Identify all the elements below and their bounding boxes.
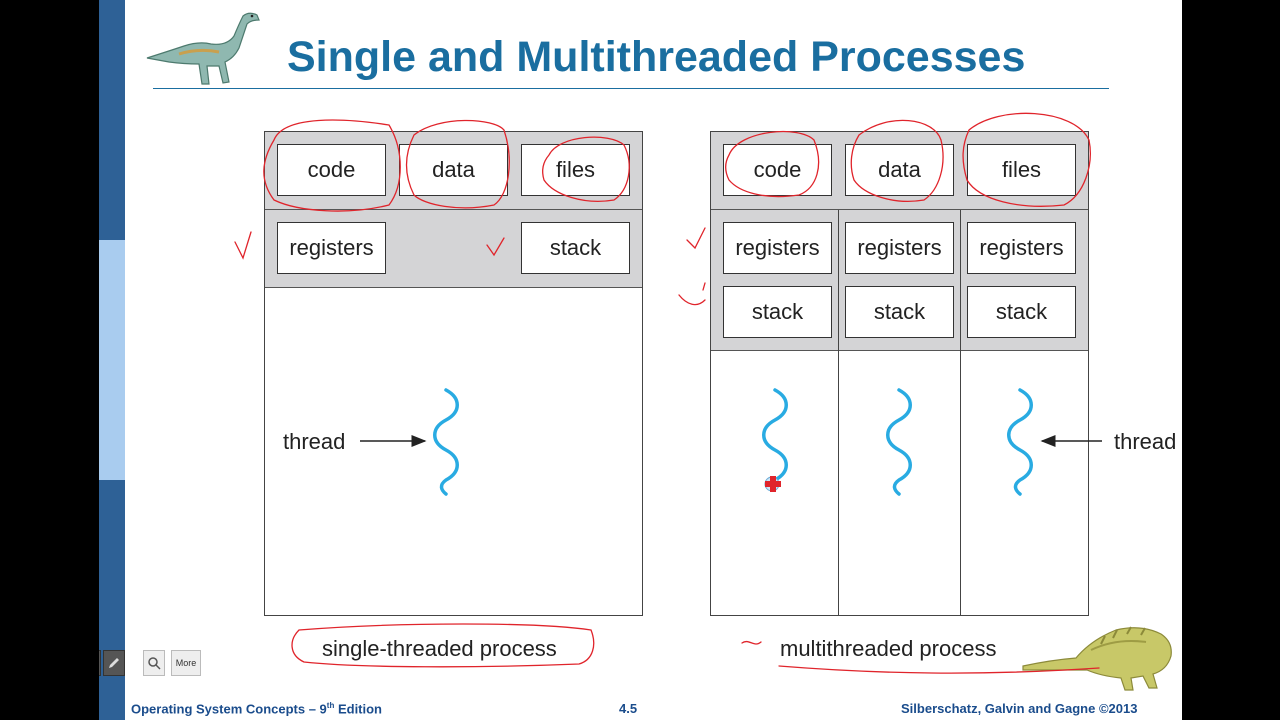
- footer-book-title: Operating System Concepts – 9th Edition: [131, 701, 382, 716]
- registers-box: registers: [845, 222, 954, 274]
- footer-book-sup: th: [326, 701, 335, 710]
- multithreaded-caption: multithreaded process: [780, 636, 997, 661]
- thread-label-multi: thread: [1114, 429, 1177, 454]
- stack-box: stack: [845, 286, 954, 338]
- footer-page-number: 4.5: [619, 701, 638, 716]
- more-button[interactable]: More: [171, 650, 201, 676]
- annotation-mark: [741, 640, 762, 645]
- code-box: code: [723, 144, 832, 196]
- thread-label-single: thread: [283, 429, 346, 454]
- title-underline: [153, 88, 1109, 89]
- data-box: data: [399, 144, 508, 196]
- stack-box: stack: [723, 286, 832, 338]
- slide: Single and Multithreaded Processes code …: [99, 0, 1182, 720]
- footer-authors: Silberschatz, Galvin and Gagne ©2013: [901, 701, 1138, 716]
- stack-box: stack: [521, 222, 630, 274]
- annotation-check: [234, 231, 252, 260]
- footer-book-tail: Edition: [334, 701, 383, 717]
- annotation-check: [686, 227, 706, 250]
- single-threaded-caption: single-threaded process: [322, 636, 557, 661]
- pen-icon: [109, 658, 119, 668]
- dinosaur-logo-icon: [146, 12, 260, 85]
- presenter-toolbar: More: [99, 648, 219, 680]
- footer-book-text: Operating System Concepts – 9: [131, 701, 327, 717]
- slide-title: Single and Multithreaded Processes: [287, 33, 1026, 81]
- code-box: code: [277, 144, 386, 196]
- pointer-tool-button[interactable]: [99, 650, 101, 676]
- data-box: data: [845, 144, 954, 196]
- thread-divider: [960, 210, 961, 615]
- magnifier-icon: [148, 657, 161, 670]
- multithreaded-process-diagram: code data files registers registers regi…: [710, 131, 1089, 616]
- thread-divider: [838, 210, 839, 615]
- files-box: files: [967, 144, 1076, 196]
- annotation-check: [678, 282, 706, 306]
- registers-box: registers: [723, 222, 832, 274]
- registers-box: registers: [967, 222, 1076, 274]
- zoom-tool-button[interactable]: [143, 650, 165, 676]
- registers-box: registers: [277, 222, 386, 274]
- pen-tool-button[interactable]: [103, 650, 125, 676]
- slide-left-bar-highlight: [99, 240, 125, 480]
- stack-box: stack: [967, 286, 1076, 338]
- dinosaur-illustration-icon: [1022, 626, 1172, 691]
- files-box: files: [521, 144, 630, 196]
- single-threaded-process-diagram: code data files registers stack: [264, 131, 643, 616]
